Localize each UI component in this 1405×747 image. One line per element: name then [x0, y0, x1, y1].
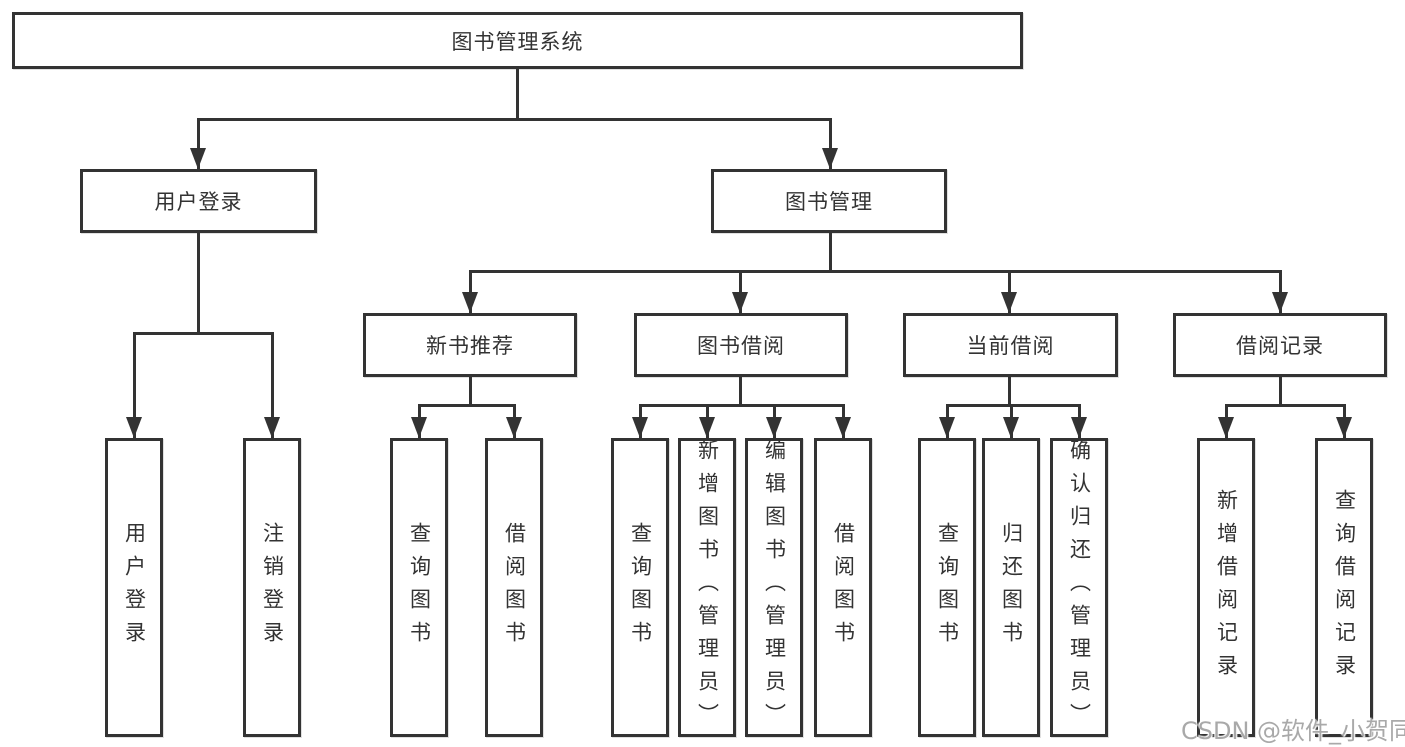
arrowhead-icon — [1336, 417, 1352, 438]
leaf-borrow-query-books-label: 查询图书 — [628, 521, 653, 654]
leaf-borrow-books-label: 借阅图书 — [831, 521, 856, 654]
connector-ul-drop-1 — [133, 332, 136, 438]
connector-bm-stem — [829, 232, 832, 272]
arrowhead-icon — [1272, 292, 1288, 313]
leaf-confirm-return-admin-label: 确认归还（管理员） — [1067, 439, 1092, 736]
node-new-book-recommend-label: 新书推荐 — [426, 334, 514, 358]
leaf-confirm-return-admin: 确认归还（管理员） — [1050, 438, 1108, 737]
leaf-add-borrow-record: 新增借阅记录 — [1197, 438, 1255, 737]
connector-cb-stem — [1008, 376, 1011, 406]
arrowhead-icon — [506, 417, 522, 438]
arrowhead-icon — [1001, 292, 1017, 313]
leaf-logout-label: 注销登录 — [260, 521, 285, 654]
connector-bb-stem — [739, 376, 742, 406]
arrowhead-icon — [632, 417, 648, 438]
node-book-management-label: 图书管理 — [785, 190, 873, 214]
arrowhead-icon — [1003, 417, 1019, 438]
connector-root-bar — [197, 118, 832, 121]
node-new-book-recommend: 新书推荐 — [363, 313, 577, 377]
node-book-borrow: 图书借阅 — [634, 313, 848, 377]
node-root-label: 图书管理系统 — [451, 29, 584, 54]
connector-ul-drop-2 — [271, 332, 274, 438]
node-borrow-records-label: 借阅记录 — [1236, 334, 1324, 358]
node-book-management: 图书管理 — [711, 169, 947, 233]
leaf-query-borrow-record: 查询借阅记录 — [1315, 438, 1373, 737]
csdn-watermark: CSDN @软件_小贺同学 — [1181, 717, 1405, 745]
connector-cb-bar — [946, 404, 1081, 407]
connector-root-drop-left — [197, 118, 200, 170]
leaf-borrow-books: 借阅图书 — [814, 438, 872, 737]
connector-bb-bar — [639, 404, 845, 407]
arrowhead-icon — [462, 292, 478, 313]
leaf-add-borrow-record-label: 新增借阅记录 — [1214, 488, 1239, 687]
connector-root-stem — [516, 68, 519, 120]
leaf-borrow-query-books: 查询图书 — [611, 438, 669, 737]
arrowhead-icon — [732, 292, 748, 313]
arrowhead-icon — [126, 417, 142, 438]
leaf-edit-books-admin: 编辑图书（管理员） — [745, 438, 803, 737]
connector-ul-bar — [133, 332, 274, 335]
connector-root-drop-right — [829, 118, 832, 170]
connector-ul-stem — [197, 232, 200, 335]
arrowhead-icon — [822, 148, 838, 169]
connector-br-bar — [1225, 404, 1346, 407]
leaf-add-books-admin: 新增图书（管理员） — [678, 438, 736, 737]
arrowhead-icon — [1218, 417, 1234, 438]
connector-nb-stem — [469, 376, 472, 406]
leaf-recommend-borrow-books: 借阅图书 — [485, 438, 543, 737]
leaf-current-query-books: 查询图书 — [918, 438, 976, 737]
node-borrow-records: 借阅记录 — [1173, 313, 1387, 377]
arrowhead-icon — [766, 417, 782, 438]
connector-nb-bar — [418, 404, 516, 407]
arrowhead-icon — [1071, 417, 1087, 438]
node-current-borrow-label: 当前借阅 — [966, 334, 1055, 358]
leaf-return-books-label: 归还图书 — [999, 521, 1024, 654]
arrowhead-icon — [939, 417, 955, 438]
connector-bm-bar — [469, 270, 1282, 273]
arrowhead-icon — [264, 417, 280, 438]
leaf-return-books: 归还图书 — [982, 438, 1040, 737]
node-current-borrow: 当前借阅 — [903, 313, 1118, 377]
node-book-borrow-label: 图书借阅 — [697, 334, 785, 358]
arrowhead-icon — [190, 148, 206, 169]
node-user-login-label: 用户登录 — [154, 190, 243, 214]
leaf-user-login-label: 用户登录 — [122, 521, 147, 654]
leaf-add-books-admin-label: 新增图书（管理员） — [695, 439, 720, 736]
leaf-query-borrow-record-label: 查询借阅记录 — [1332, 488, 1357, 687]
leaf-current-query-books-label: 查询图书 — [935, 521, 960, 654]
node-user-login: 用户登录 — [80, 169, 317, 233]
arrowhead-icon — [835, 417, 851, 438]
leaf-edit-books-admin-label: 编辑图书（管理员） — [762, 439, 787, 736]
arrowhead-icon — [411, 417, 427, 438]
leaf-user-login: 用户登录 — [105, 438, 163, 737]
arrowhead-icon — [699, 417, 715, 438]
leaf-recommend-borrow-books-label: 借阅图书 — [502, 521, 527, 654]
node-root: 图书管理系统 — [12, 12, 1023, 69]
leaf-recommend-query-books: 查询图书 — [390, 438, 448, 737]
leaf-logout: 注销登录 — [243, 438, 301, 737]
leaf-recommend-query-books-label: 查询图书 — [407, 521, 432, 654]
connector-br-stem — [1279, 376, 1282, 406]
